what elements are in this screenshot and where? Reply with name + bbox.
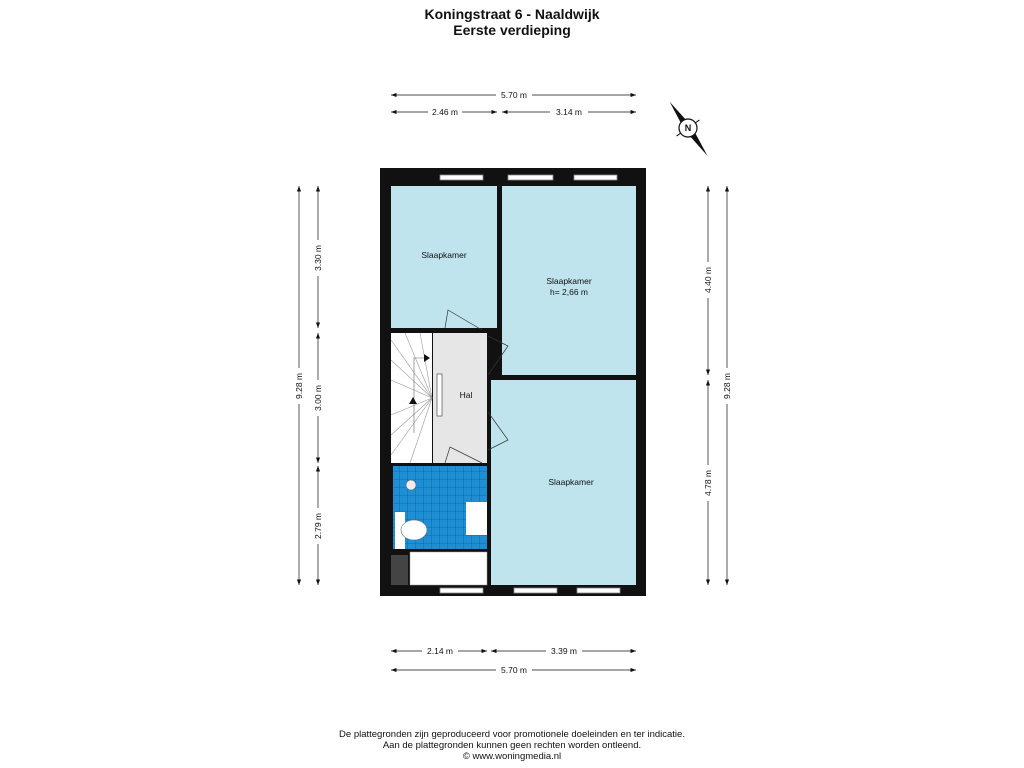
dim-top-total: 5.70 m <box>501 90 527 100</box>
bathtub <box>409 551 488 586</box>
stair-arrow-icon <box>409 354 430 404</box>
stairs <box>391 333 432 463</box>
sink <box>466 502 487 535</box>
dim-right-bottom: 4.78 m <box>703 470 713 496</box>
dimension-lines <box>296 92 730 673</box>
dim-bottom-left: 2.14 m <box>427 646 453 656</box>
dim-top-right: 3.14 m <box>556 107 582 117</box>
toilet-bowl <box>400 519 428 541</box>
dim-bottom-right: 3.39 m <box>551 646 577 656</box>
room-bedroom-small <box>391 186 497 328</box>
utility-box <box>391 555 408 585</box>
room-bedroom-large <box>502 186 636 375</box>
dim-left-mid: 3.00 m <box>313 385 323 411</box>
copyright: © www.woningmedia.nl <box>462 751 562 762</box>
dim-bottom-total: 5.70 m <box>501 665 527 675</box>
compass-icon <box>669 101 708 156</box>
plan-title: Koningstraat 6 - Naaldwijk <box>424 6 600 22</box>
room-label-hall: Hal <box>460 390 473 400</box>
disclaimer-line-1: De plattegronden zijn geproduceerd voor … <box>339 729 685 740</box>
dim-right-top: 4.40 m <box>703 267 713 293</box>
stair-treads <box>390 332 433 464</box>
windows <box>439 174 621 594</box>
room-label-bedroom-bottom: Slaapkamer <box>548 477 594 487</box>
dim-right-total: 9.28 m <box>722 373 732 399</box>
shower-drain <box>405 479 417 491</box>
room-label-bedroom-large: Slaapkamer <box>546 276 592 286</box>
doors <box>444 309 509 464</box>
room-height: h= 2,66 m <box>550 287 588 297</box>
disclaimer-line-2: Aan de plattegronden kunnen geen rechten… <box>382 740 642 751</box>
dim-left-total: 9.28 m <box>294 373 304 399</box>
dim-left-top: 3.30 m <box>313 245 323 271</box>
floor-name: Eerste verdieping <box>453 22 571 38</box>
dim-top-left: 2.46 m <box>432 107 458 117</box>
radiator <box>436 373 443 417</box>
room-label-bedroom-small: Slaapkamer <box>421 250 467 260</box>
room-bedroom-bottom <box>491 380 636 585</box>
toilet <box>395 512 405 549</box>
compass-north-label: N <box>685 123 692 133</box>
dim-left-bottom: 2.79 m <box>313 513 323 539</box>
